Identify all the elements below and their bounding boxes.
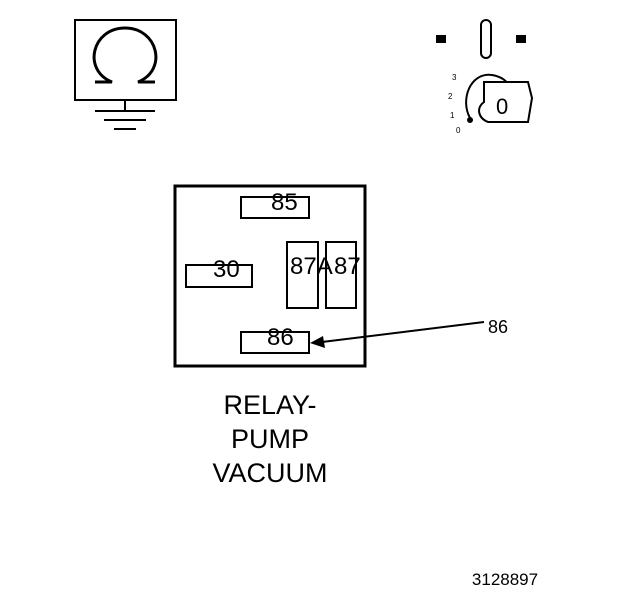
pin-86-label: 86 [267, 324, 294, 351]
figure-number: 3128897 [471, 570, 539, 589]
ground-ohm-icon [74, 19, 177, 130]
pin-86-callout-label: 86 [488, 317, 508, 337]
relay-body [173, 184, 367, 368]
ignition-key-icon: 3 2 1 0 0 [436, 19, 534, 135]
ignition-position-0: 0 [456, 126, 461, 135]
relay-title-line-1: RELAY- [223, 390, 317, 420]
pin-86-callout-arrow [310, 321, 485, 348]
ignition-position-1: 1 [450, 111, 455, 120]
pin-30-label: 30 [213, 256, 240, 283]
pin-87a-terminal [286, 241, 319, 309]
pin-86-terminal [240, 331, 310, 354]
pin-30-terminal [185, 264, 253, 288]
ignition-position-2: 2 [448, 92, 453, 101]
relay-title-line-2: PUMP [230, 424, 309, 454]
pin-87-label: 87 [334, 253, 361, 280]
ignition-position-3: 3 [452, 73, 457, 82]
ignition-key-label: 0 [496, 94, 508, 119]
pin-87-terminal [325, 241, 357, 309]
pin-85-label: 85 [271, 189, 298, 216]
pin-85-terminal [240, 196, 310, 219]
relay-title-line-3: VACUUM [212, 458, 328, 488]
